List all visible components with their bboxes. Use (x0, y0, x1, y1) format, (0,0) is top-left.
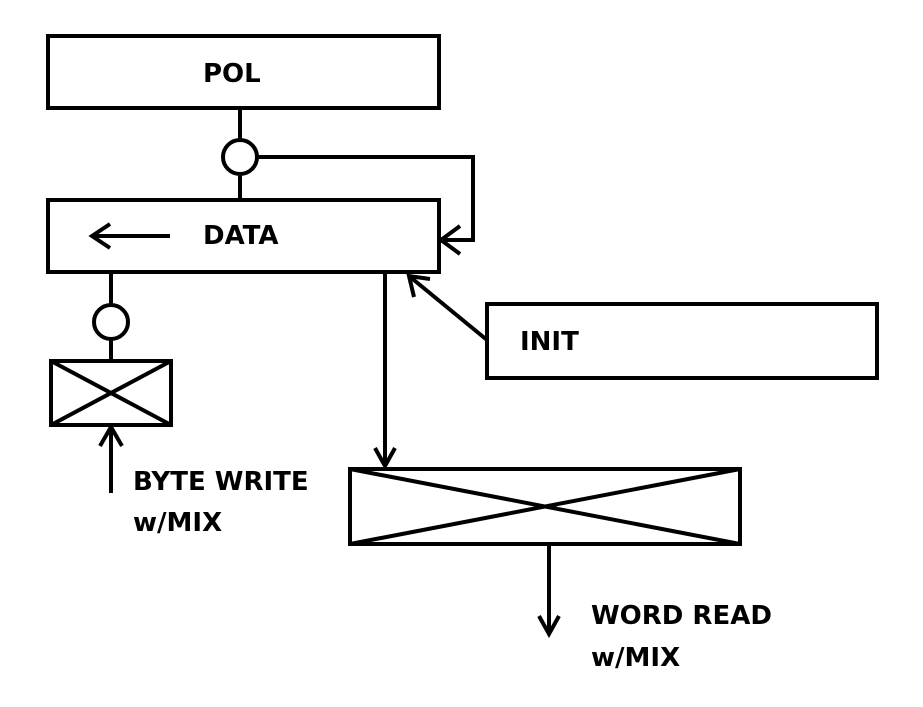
data-block (46, 198, 441, 274)
init-arrowhead (406, 273, 431, 298)
pol-block (46, 34, 441, 110)
word-read-mix-label: w/MIX (591, 643, 681, 673)
init-arrow-shaft (407, 274, 489, 342)
byte-write-label: BYTE WRITE (133, 467, 309, 497)
byte-write-gate-cross-b (50, 359, 172, 427)
pol-label: POL (203, 59, 261, 89)
data-label: DATA (203, 221, 279, 251)
byte-write-mix-label: w/MIX (133, 508, 223, 538)
byte-write-arrowhead (98, 423, 124, 448)
pol-data-junction-node (221, 138, 259, 176)
init-block (485, 302, 879, 380)
data-to-word-gate-arrowhead (373, 447, 397, 471)
feedback-loop-line (257, 155, 475, 242)
word-read-label: WORD READ (591, 601, 772, 631)
word-read-gate-cross-b (349, 467, 741, 546)
init-label: INIT (520, 327, 579, 357)
word-read-gate (348, 467, 742, 546)
data-shift-arrowhead (88, 222, 112, 250)
word-read-arrowhead (537, 615, 561, 639)
byte-write-junction-node (92, 303, 130, 341)
